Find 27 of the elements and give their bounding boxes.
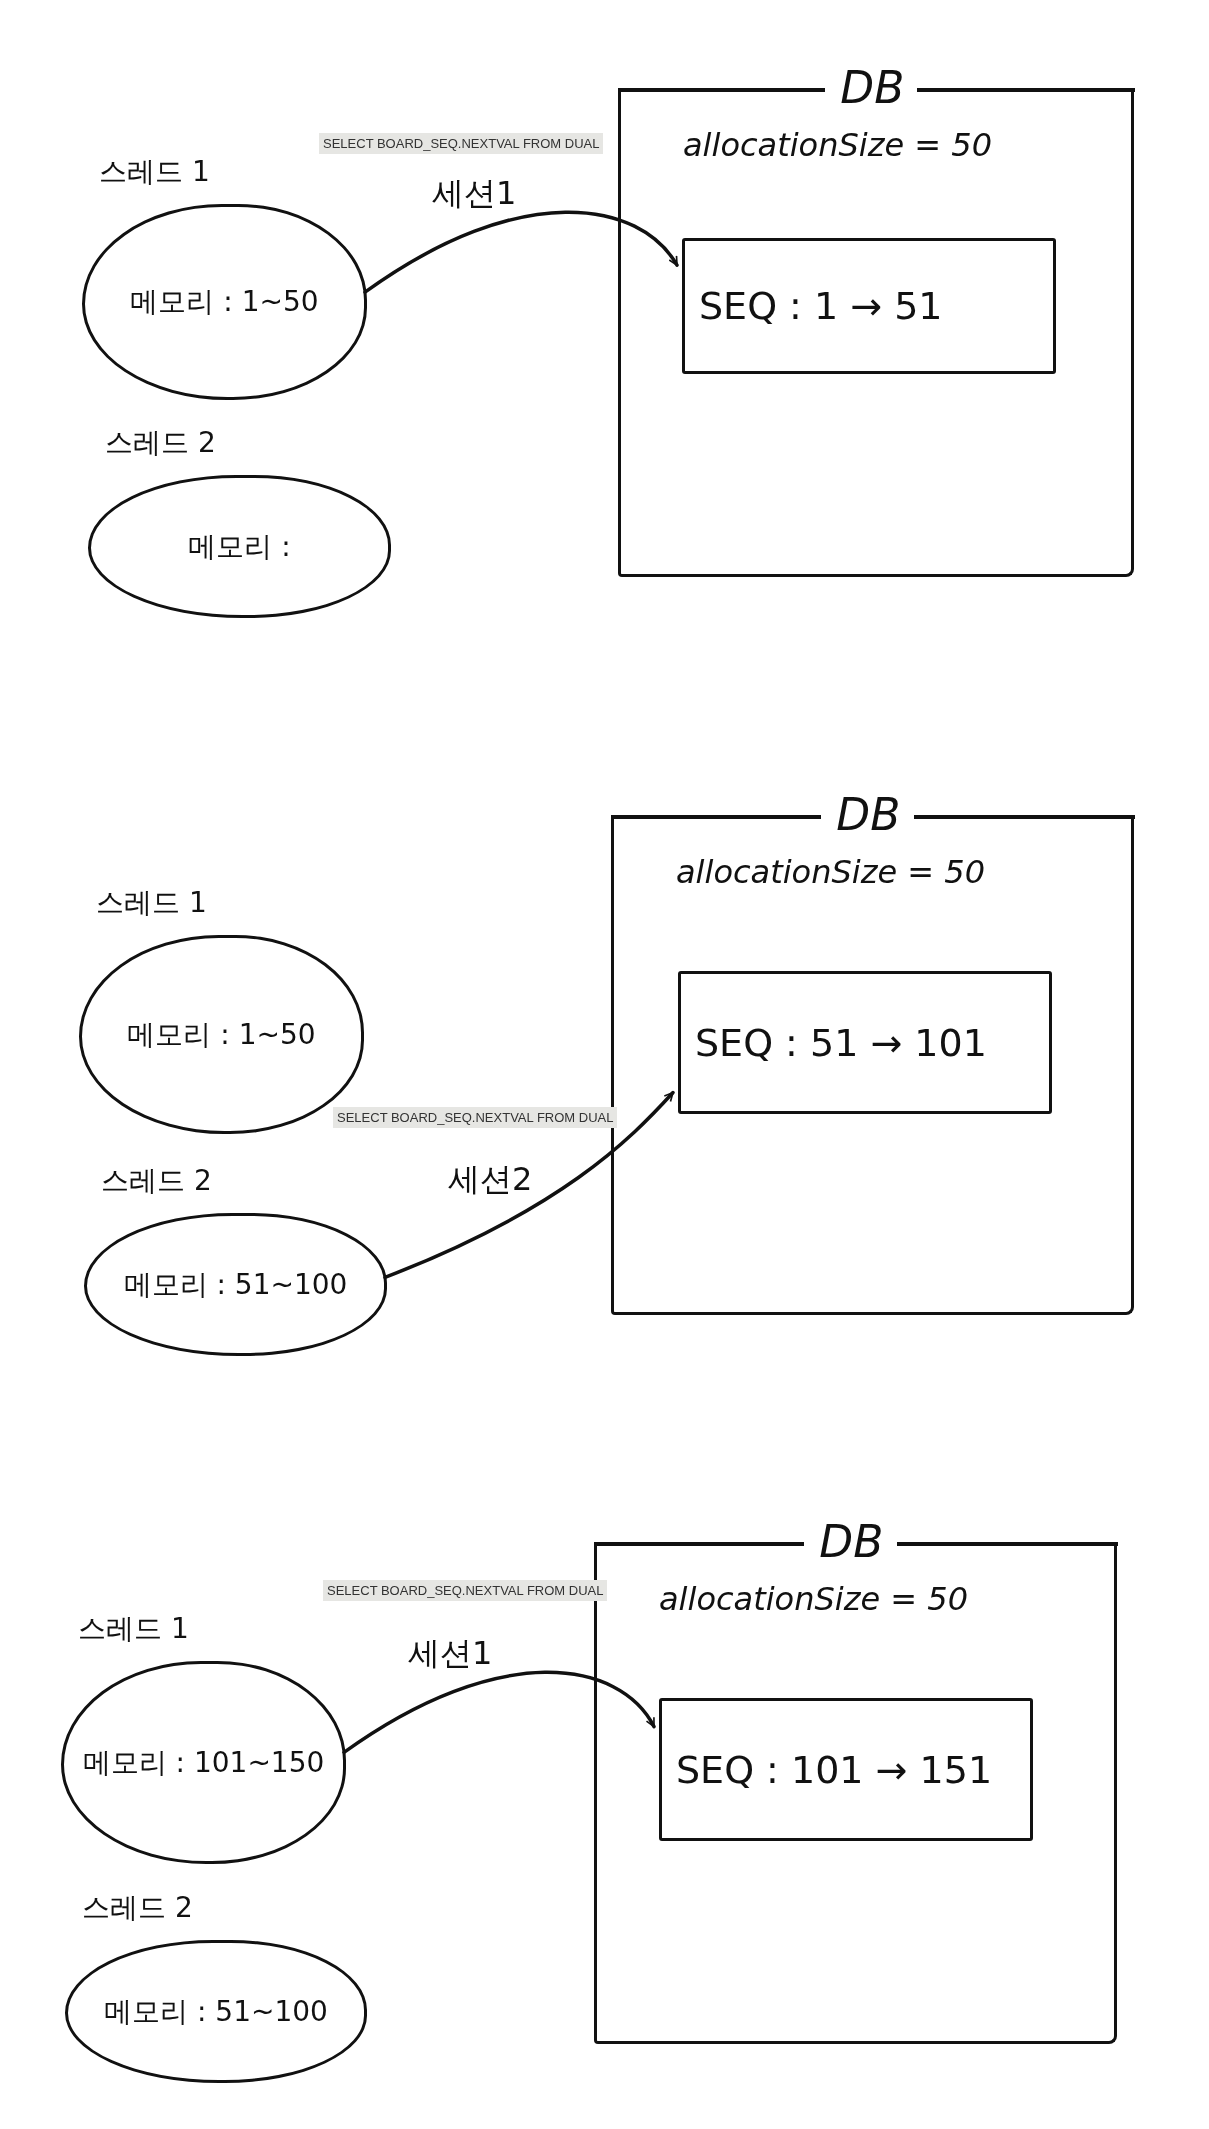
allocation-size-text: allocationSize = 50: [683, 126, 993, 164]
sequence-box: [678, 971, 1052, 1114]
thread-title: 스레드 1: [78, 1611, 189, 1647]
database-title: DB: [836, 788, 901, 842]
thread-title: 스레드 2: [82, 1890, 193, 1926]
thread-title: 스레드 2: [105, 425, 216, 461]
sequence-value: SEQ : 51 → 101: [695, 1020, 987, 1065]
thread-title: 스레드 2: [101, 1163, 212, 1199]
allocation-size-text: allocationSize = 50: [676, 853, 986, 891]
memory-text: 메모리 : 101~150: [82, 1744, 325, 1781]
thread-title: 스레드 1: [99, 154, 210, 190]
sequence-box: [659, 1698, 1033, 1841]
sql-query-label: SELECT BOARD_SEQ.NEXTVAL FROM DUAL: [323, 1580, 608, 1601]
sql-query-label: SELECT BOARD_SEQ.NEXTVAL FROM DUAL: [333, 1107, 618, 1128]
sequence-box: [682, 238, 1056, 374]
sequence-value: SEQ : 1 → 51: [699, 284, 943, 328]
sql-query-label: SELECT BOARD_SEQ.NEXTVAL FROM DUAL: [319, 133, 604, 154]
thread-title: 스레드 1: [96, 885, 207, 921]
memory-text: 메모리 : 51~100: [123, 1266, 348, 1303]
memory-text: 메모리 :: [188, 528, 291, 565]
sequence-value: SEQ : 101 → 151: [676, 1747, 993, 1792]
allocation-size-text: allocationSize = 50: [659, 1580, 969, 1618]
database-title: DB: [840, 61, 905, 115]
database-title: DB: [819, 1515, 884, 1569]
memory-text: 메모리 : 1~50: [130, 284, 319, 320]
memory-text: 메모리 : 1~50: [127, 1016, 316, 1053]
memory-text: 메모리 : 51~100: [104, 1993, 328, 2030]
